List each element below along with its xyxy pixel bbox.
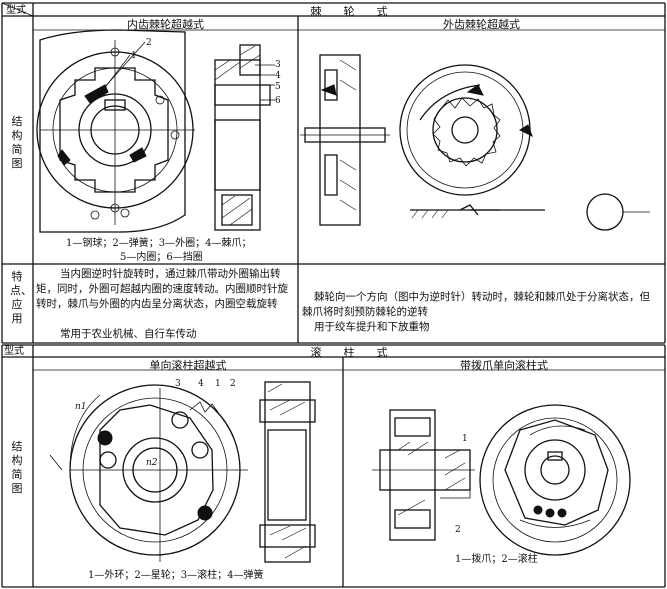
- pawl-caption: 1—拨爪；2—滚柱: [455, 554, 538, 565]
- inner-feature-text: 当内圈逆时针旋转时，通过棘爪带动外圈输出转矩，同时，外圈可超越内圈的速度转动。内…: [36, 268, 288, 310]
- table1-column-outer: 外齿棘轮超越式: [443, 18, 520, 31]
- table1-section-title: 棘 轮 式: [310, 5, 388, 18]
- inner-ratchet-front-view: [36, 29, 195, 233]
- roller-callout-2: 2: [230, 379, 236, 389]
- inner-callout-6: 6: [275, 96, 281, 106]
- pawl-roller-front-view: [479, 404, 631, 556]
- table2-grid: [1, 344, 666, 588]
- outer-application-text: 用于绞车提升和下放重物: [314, 321, 430, 333]
- inner-ratchet-side-view: [214, 44, 275, 231]
- table2-type-label: 型式: [4, 346, 24, 357]
- table1-type-label: 型式: [6, 5, 26, 16]
- outer-feature-text: 棘轮向一个方向（图中为逆时针）转动时，棘轮和棘爪处于分离状态，但棘爪将时刻预防棘…: [302, 291, 650, 318]
- inner-callout-3: 3: [275, 60, 281, 70]
- table2-column-right: 带拨爪单向滚柱式: [460, 359, 548, 372]
- roller-callout-1: 1: [215, 379, 221, 389]
- pawl-callout-1: 1: [462, 434, 468, 444]
- table2-section-title: 滚 柱 式: [310, 346, 388, 359]
- pawl-callout-2: 2: [455, 525, 461, 535]
- roller-callout-4: 4: [198, 379, 204, 389]
- roller-label-n2: n2: [146, 458, 158, 468]
- table1-row-feature-label: 特点、应用: [10, 270, 32, 325]
- inner-callout-1: 1: [131, 51, 137, 61]
- roller-label-n1: n1: [75, 402, 87, 412]
- outer-ratchet-front-view: [399, 64, 650, 231]
- table1-row-structure-label: 结构简图: [11, 115, 23, 170]
- table2-column-left: 单向滚柱超越式: [149, 359, 227, 372]
- pawl-roller-side-view: [372, 409, 475, 541]
- inner-callout-4: 4: [275, 71, 281, 81]
- inner-caption-line1: 1—钢球；2—弹簧；3—外圈；4—棘爪；: [66, 238, 252, 249]
- outer-ratchet-side-view: [300, 54, 390, 226]
- inner-callout-2: 2: [146, 38, 152, 48]
- inner-application-text: 常用于农业机械、自行车传动: [60, 328, 197, 340]
- roller-caption: 1—外环；2—星轮；3—滚柱；4—弹簧: [88, 570, 264, 581]
- roller-clutch-side-view: [259, 381, 316, 563]
- inner-caption-line2: 5—内圈；6—挡圈: [120, 252, 203, 263]
- table2-row-structure-label: 结构简图: [11, 440, 23, 495]
- table1-column-inner: 内齿棘轮超越式: [127, 18, 204, 31]
- roller-clutch-front-view: [49, 384, 248, 562]
- roller-callout-3: 3: [175, 379, 181, 389]
- inner-callout-5: 5: [275, 82, 281, 92]
